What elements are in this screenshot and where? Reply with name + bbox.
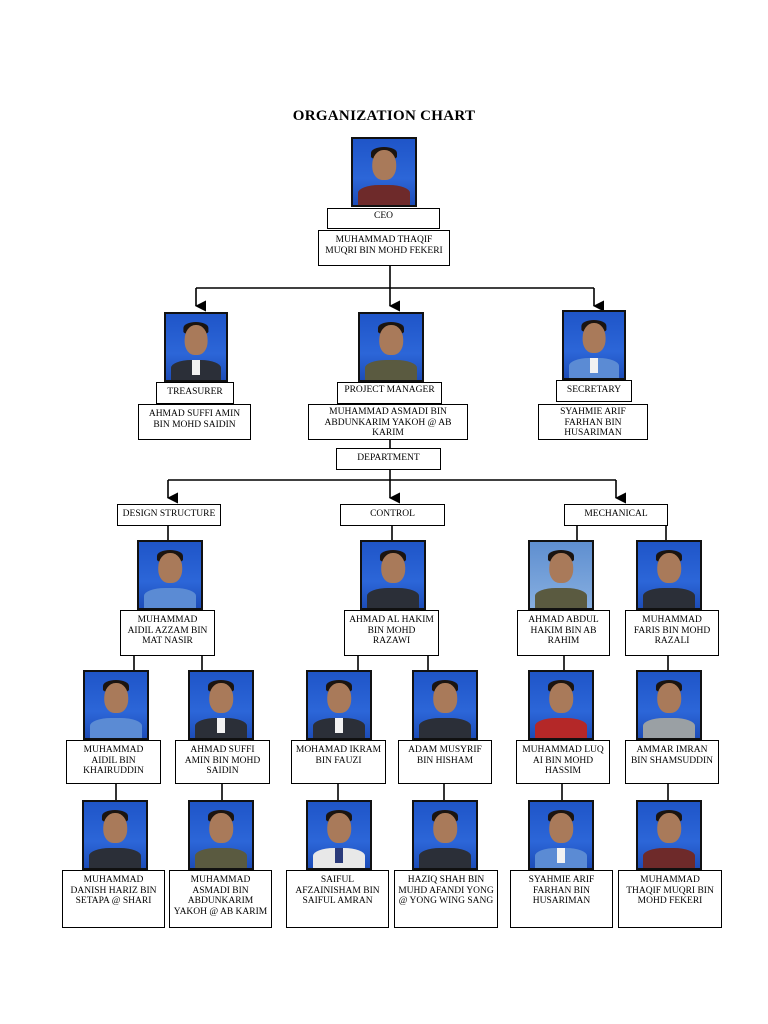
mechanical-head-1-name-box: AHMAD ABDUL HAKIM BIN AB RAHIM [517,610,610,656]
control-member-3-photo [306,800,372,870]
mechanical-member-3-name-box: SYAHMIE ARIF FARHAN BIN HUSARIMAN [510,870,613,928]
secretary-photo [562,310,626,380]
control-member-1-name-box: MOHAMAD IKRAM BIN FAUZI [291,740,386,784]
project-manager-photo [358,312,424,382]
project-manager-role-box: PROJECT MANAGER [337,382,442,404]
treasurer-role-box: TREASURER [156,382,234,404]
control-head-name-box: AHMAD AL HAKIM BIN MOHD RAZAWI [344,610,439,656]
control-member-2-photo [412,670,478,740]
design-member-2-photo [188,670,254,740]
chart-title: ORGANIZATION CHART [292,108,476,124]
ceo-photo [351,137,417,207]
control-member-3-name-box: SAIFUL AFZAINISHAM BIN SAIFUL AMRAN [286,870,389,928]
mechanical-head-2-photo [636,540,702,610]
design-member-3-photo [82,800,148,870]
secretary-role-box: SECRETARY [556,380,632,402]
mechanical-head-2-name-box: MUHAMMAD FARIS BIN MOHD RAZALI [625,610,719,656]
mechanical-member-1-photo [528,670,594,740]
mechanical-member-4-name-box: MUHAMMAD THAQIF MUQRI BIN MOHD FEKERI [618,870,722,928]
department-box: DEPARTMENT [336,448,441,470]
design-member-1-name-box: MUHAMMAD AIDIL BIN KHAIRUDDIN [66,740,161,784]
control-member-1-photo [306,670,372,740]
design-member-3-name-box: MUHAMMAD DANISH HARIZ BIN SETAPA @ SHARI [62,870,165,928]
project-manager-name-box: MUHAMMAD ASMADI BIN ABDUNKARIM YAKOH @ A… [308,404,468,440]
control-member-4-photo [412,800,478,870]
mechanical-member-3-photo [528,800,594,870]
mechanical-head-1-photo [528,540,594,610]
ceo-name-box: MUHAMMAD THAQIF MUQRI BIN MOHD FEKERI [318,230,450,266]
design-member-1-photo [83,670,149,740]
mechanical-member-1-name-box: MUHAMMAD LUQ AI BIN MOHD HASSIM [516,740,610,784]
design-head-name-box: MUHAMMAD AIDIL AZZAM BIN MAT NASIR [120,610,215,656]
treasurer-name-box: AHMAD SUFFI AMIN BIN MOHD SAIDIN [138,404,251,440]
mechanical-member-2-photo [636,670,702,740]
mechanical-member-2-name-box: AMMAR IMRAN BIN SHAMSUDDIN [625,740,719,784]
treasurer-photo [164,312,228,382]
control-dept-box: CONTROL [340,504,445,526]
design-member-2-name-box: AHMAD SUFFI AMIN BIN MOHD SAIDIN [175,740,270,784]
design-head-photo [137,540,203,610]
control-head-photo [360,540,426,610]
mechanical-member-4-photo [636,800,702,870]
control-member-2-name-box: ADAM MUSYRIF BIN HISHAM [398,740,492,784]
control-member-4-name-box: HAZIQ SHAH BIN MUHD AFANDI YONG @ YONG W… [394,870,498,928]
secretary-name-box: SYAHMIE ARIF FARHAN BIN HUSARIMAN [538,404,648,440]
ceo-role-box: CEO [327,208,440,229]
mechanical-dept-box: MECHANICAL [564,504,668,526]
design-member-4-photo [188,800,254,870]
design-member-4-name-box: MUHAMMAD ASMADI BIN ABDUNKARIM YAKOH @ A… [169,870,272,928]
design-dept-box: DESIGN STRUCTURE [117,504,221,526]
